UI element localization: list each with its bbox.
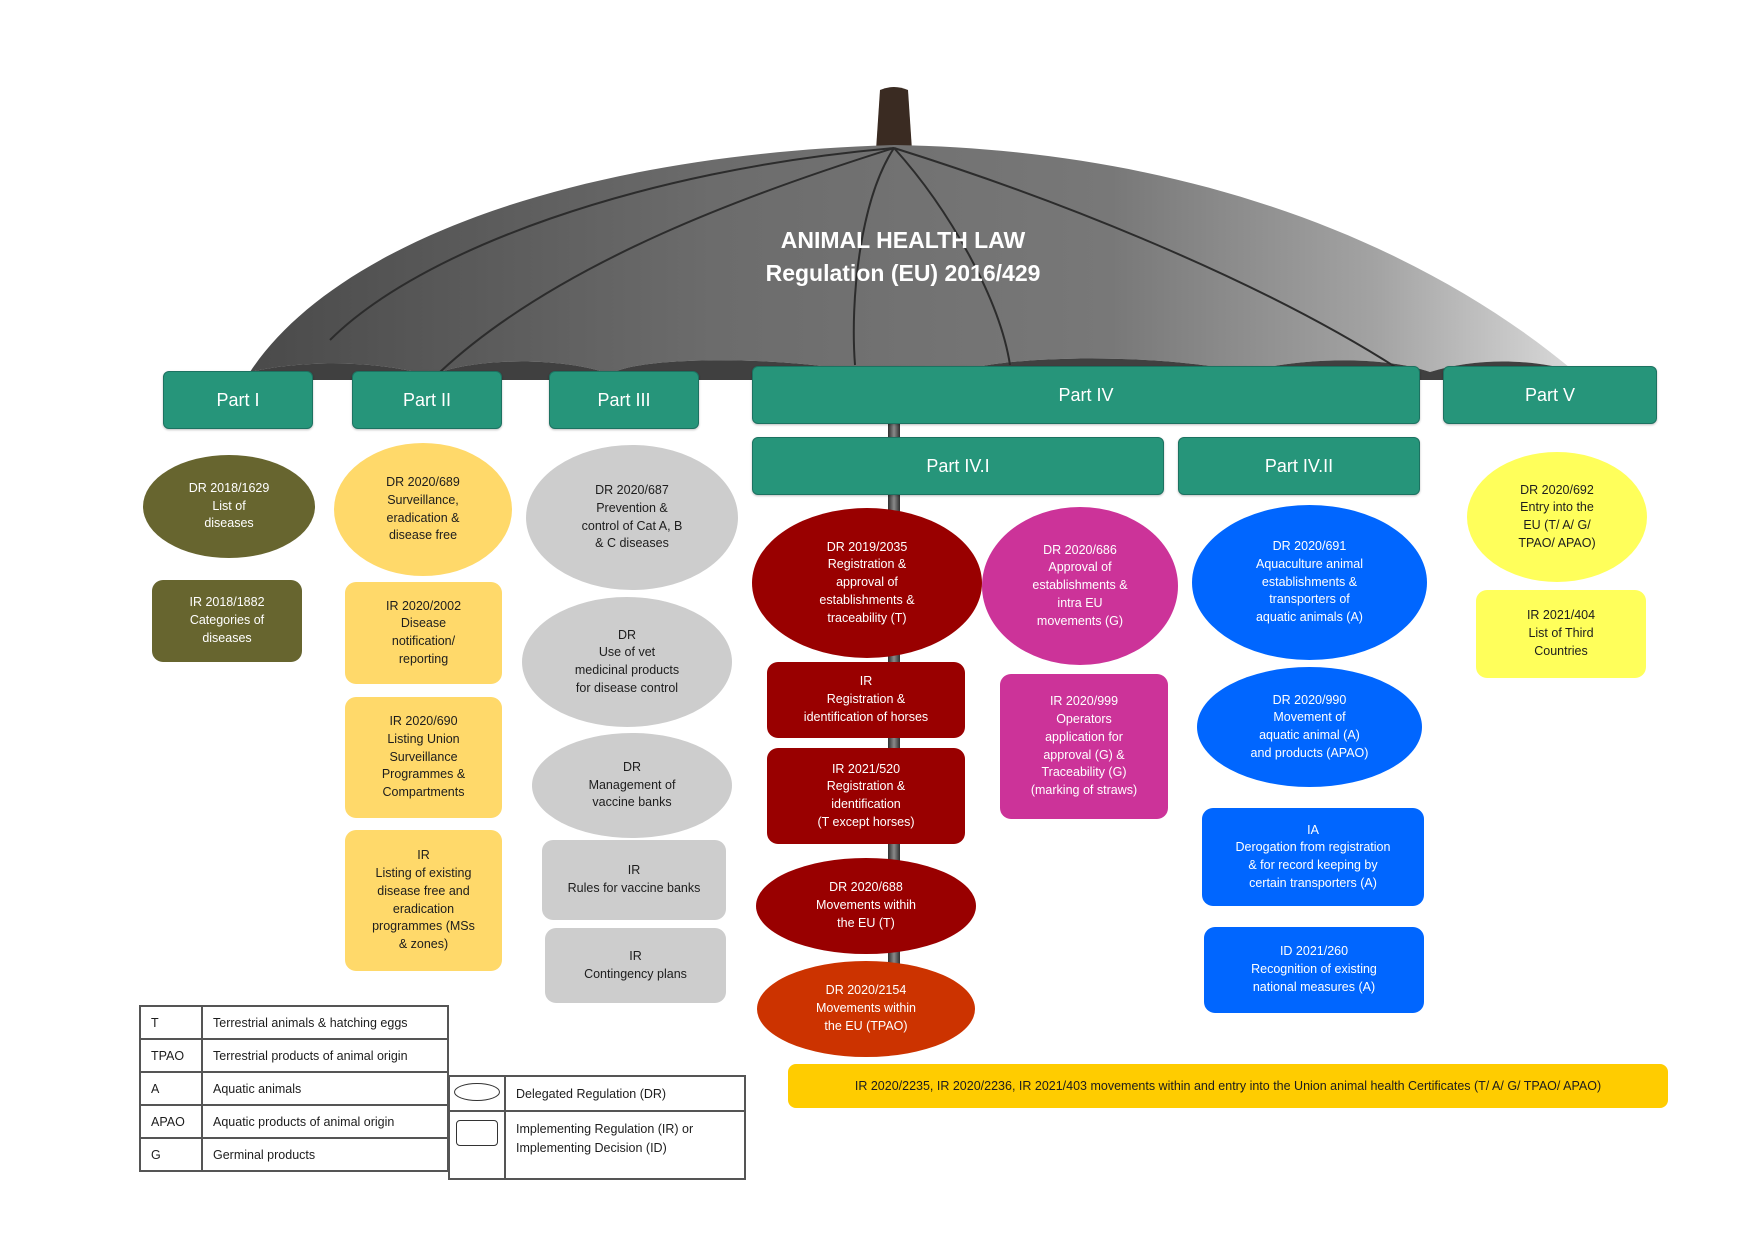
part-4-2-header: Part IV.II [1178,437,1420,495]
node-ir-2020-690: IR 2020/690 Listing Union Surveillance P… [345,697,502,818]
part-3-header: Part III [549,371,699,429]
legend-code: T [139,1005,203,1040]
node-dr-2020-686: DR 2020/686 Approval of establishments &… [982,507,1178,665]
legend-code: TPAO [139,1038,203,1073]
umbrella-canopy [250,145,1575,376]
legend-code: G [139,1137,203,1172]
node-ir-horses: IR Registration & identification of hors… [767,662,965,738]
node-dr-vaccine-banks: DR Management of vaccine banks [532,733,732,838]
node-dr-2020-688: DR 2020/688 Movements withih the EU (T) [756,858,976,954]
node-ir-2020-2002: IR 2020/2002 Disease notification/ repor… [345,582,502,684]
node-ia-derogation: IA Derogation from registration & for re… [1202,808,1424,906]
part-4-header: Part IV [752,366,1420,424]
node-ir-contingency-plans: IR Contingency plans [545,928,726,1003]
part-4-1-header: Part IV.I [752,437,1164,495]
node-dr-2018-1629: DR 2018/1629 List of diseases [143,455,315,558]
node-dr-2020-692: DR 2020/692 Entry into the EU (T/ A/ G/ … [1467,452,1647,582]
part-2-header: Part II [352,371,502,429]
legend-shape-row: Implementing Regulation (IR) or Implemen… [448,1110,746,1180]
umbrella-ribs [329,147,1401,373]
node-ir-vaccine-rules: IR Rules for vaccine banks [542,840,726,920]
node-id-2021-260: ID 2021/260 Recognition of existing nati… [1204,927,1424,1013]
node-ir-2018-1882: IR 2018/1882 Categories of diseases [152,580,302,662]
node-dr-2020-990: DR 2020/990 Movement of aquatic animal (… [1197,667,1422,787]
node-ir-2021-520: IR 2021/520 Registration & identificatio… [767,748,965,844]
legend-shape-row: Delegated Regulation (DR) [448,1075,746,1112]
diagram-title: ANIMAL HEALTH LAW Regulation (EU) 2016/4… [703,224,1103,290]
oval-shape-icon [454,1083,500,1101]
node-dr-2020-687: DR 2020/687 Prevention & control of Cat … [526,445,738,590]
legend-meaning: Terrestrial animals & hatching eggs [201,1005,449,1040]
umbrella-tip [876,87,912,150]
legend-shapes: Delegated Regulation (DR) Implementing R… [448,1075,746,1180]
node-ir-listing-programmes: IR Listing of existing disease free and … [345,830,502,971]
part-5-header: Part V [1443,366,1657,424]
part-1-header: Part I [163,371,313,429]
legend-code: APAO [139,1104,203,1139]
title-line-2: Regulation (EU) 2016/429 [765,260,1041,286]
node-dr-2019-2035: DR 2019/2035 Registration & approval of … [752,508,982,658]
node-dr-vet-medicinal: DR Use of vet medicinal products for dis… [522,597,732,727]
legend-rect-symbol [448,1110,506,1180]
rounded-rect-shape-icon [456,1120,498,1146]
legend-rect-meaning: Implementing Regulation (IR) or Implemen… [504,1110,746,1180]
node-dr-2020-2154: DR 2020/2154 Movements within the EU (TP… [757,961,975,1057]
node-dr-2020-691: DR 2020/691 Aquaculture animal establish… [1192,505,1427,660]
legend-oval-meaning: Delegated Regulation (DR) [504,1075,746,1112]
legend-meaning: Aquatic animals [201,1071,449,1106]
title-line-1: ANIMAL HEALTH LAW [780,227,1026,253]
node-ir-2021-404: IR 2021/404 List of Third Countries [1476,590,1646,678]
legend-oval-symbol [448,1075,506,1112]
node-dr-2020-689: DR 2020/689 Surveillance, eradication & … [334,443,512,576]
node-ir-2020-999: IR 2020/999 Operators application for ap… [1000,674,1168,819]
legend-code: A [139,1071,203,1106]
legend-meaning: Terrestrial products of animal origin [201,1038,449,1073]
legend-meaning: Germinal products [201,1137,449,1172]
legend-meaning: Aquatic products of animal origin [201,1104,449,1139]
certificates-banner: IR 2020/2235, IR 2020/2236, IR 2021/403 … [788,1064,1668,1108]
